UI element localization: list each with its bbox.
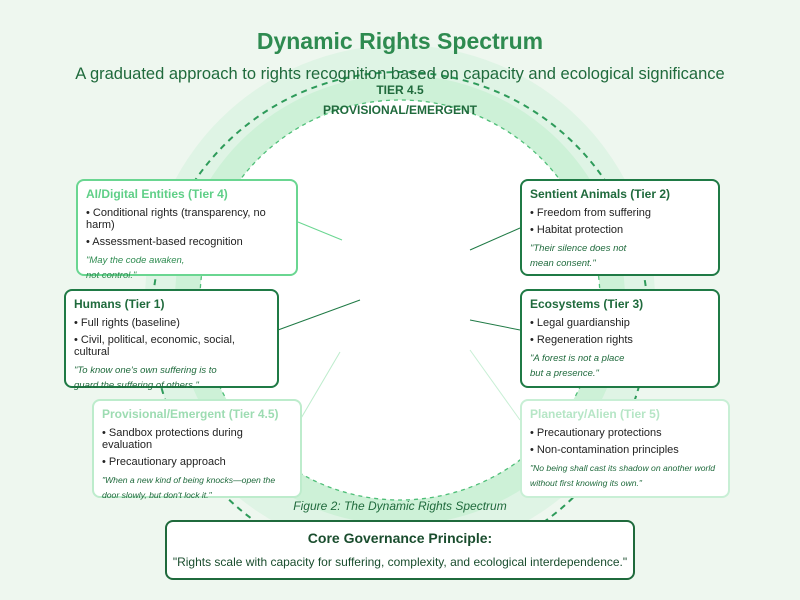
core-principle-text: "Rights scale with capacity for sufferin… [172,555,628,569]
quote-line: not control." [86,270,137,281]
tier-card-quote: "No being shall cast its shadow on anoth… [530,461,720,491]
quote-line: "Their silence does not [530,243,627,254]
diagram-subtitle: A graduated approach to rights recogniti… [75,65,725,83]
tier-card-item: • Full rights (baseline) [74,317,180,329]
tier-card-item: • Civil, political, economic, social, cu… [74,334,235,358]
tier-card-quote: "When a new kind of being knocks—open th… [102,473,292,503]
tier-card-title: Sentient Animals (Tier 2) [530,187,671,201]
tier-card-item: • Sandbox protections during evaluation [102,427,243,451]
quote-line: guard the suffering of others." [74,380,199,391]
connector-ecosystems [469,319,521,331]
quote-line: without first knowing its own." [530,478,642,488]
tier-card-quote: "A forest is not a place but a presence.… [530,351,710,381]
provisional-emergent-label: PROVISIONAL/EMERGENT [322,103,477,117]
tier-card-item: • Regeneration rights [530,334,633,346]
connector-ai [297,221,343,241]
tier-card-title: AI/Digital Entities (Tier 4) [86,187,228,201]
quote-line: "When a new kind of being knocks—open th… [102,475,276,485]
tier-card-provisional: Provisional/Emergent (Tier 4.5) • Sandbo… [92,399,302,500]
quote-line: "To know one's own suffering is to [74,365,217,376]
core-principle-title: Core Governance Principle: [307,530,493,546]
connector-planetary [469,349,521,421]
connector-humans [277,299,361,331]
quote-line: "A forest is not a place [530,353,625,364]
core-principle-box: Core Governance Principle: "Rights scale… [165,520,635,580]
tier-card-ai: AI/Digital Entities (Tier 4) • Condition… [76,179,298,281]
connector-sentient [469,227,521,251]
tier-card-item: • Freedom from suffering [530,207,652,219]
tier-card-item: • Assessment-based recognition [86,236,243,248]
quote-line: door slowly, but don't lock it." [102,490,212,500]
quote-line: "May the code awaken, [86,255,185,266]
tier-card-title: Ecosystems (Tier 3) [530,297,644,311]
quote-line: mean consent." [530,258,596,269]
quote-line: but a presence." [530,368,599,379]
tier-card-sentient-animals: Sentient Animals (Tier 2) • Freedom from… [520,179,720,276]
tier-card-title: Humans (Tier 1) [74,297,165,311]
tier-card-quote: "Their silence does not mean consent." [530,241,710,271]
tier-card-title: Provisional/Emergent (Tier 4.5) [102,407,279,421]
tier-card-humans: Humans (Tier 1) • Full rights (baseline)… [64,289,279,391]
connector-provisional [299,351,341,421]
tier-card-title: Planetary/Alien (Tier 5) [530,407,660,421]
tier-card-item: • Habitat protection [530,224,624,236]
tier-card-quote: "May the code awaken, not control." [86,253,288,283]
tier-card-item: • Precautionary approach [102,456,226,468]
tier-card-quote: "To know one's own suffering is to guard… [74,363,269,393]
diagram-title: Dynamic Rights Spectrum [256,28,544,54]
tier-card-item: • Conditional rights (transparency, no h… [86,207,266,231]
tier-card-item: • Non-contamination principles [530,444,679,456]
tier-card-ecosystems: Ecosystems (Tier 3) • Legal guardianship… [520,289,720,388]
tier-card-item: • Legal guardianship [530,317,630,329]
quote-line: "No being shall cast its shadow on anoth… [530,463,716,473]
tier-card-item: • Precautionary protections [530,427,662,439]
figure-caption: Figure 2: The Dynamic Rights Spectrum [293,499,507,513]
tier-card-planetary: Planetary/Alien (Tier 5) • Precautionary… [520,399,730,498]
tier-4-5-label: TIER 4.5 [376,83,424,97]
